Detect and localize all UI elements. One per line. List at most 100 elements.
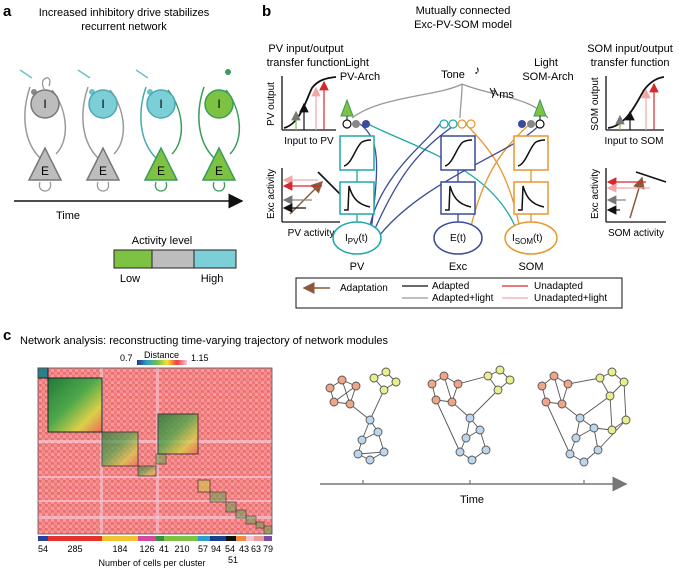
pv-tf-xlabel: Input to PV [284, 136, 334, 147]
pv-kernel-box [339, 181, 375, 215]
circuit-4: I E [198, 69, 241, 192]
light-som-line2: SOM-Arch [522, 71, 573, 83]
pv-tf-plot: PV output Input to PV [266, 76, 337, 147]
cluster-size-labels: 54 285 184 126 41 210 57 94 54 51 43 63 … [38, 544, 273, 565]
node-e-label: E [41, 164, 49, 178]
cluster-size: 126 [139, 544, 154, 554]
legend-unadapted: Unadapted [534, 281, 583, 292]
node-e-label: E [215, 164, 223, 178]
light-pv-line2: PV-Arch [340, 71, 380, 83]
panel-b-title-line1: Mutually connected [416, 5, 511, 17]
i-pv-label: IPV(t) [345, 233, 368, 246]
node-i-label: I [101, 97, 104, 111]
activity-swatch-low [113, 249, 153, 269]
light-pv-icon [340, 98, 354, 117]
exc-population [433, 221, 483, 255]
panel-c-letter: c [3, 327, 11, 344]
som-act-xlabel: SOM activity [608, 228, 664, 239]
cluster-size: 210 [174, 544, 189, 554]
activity-level-title: Activity level [132, 235, 193, 247]
legend-unadapted-light: Unadapted+light [534, 293, 607, 304]
pop-pv-label: PV [350, 261, 365, 273]
pv-act-ylabel: Exc activity [266, 169, 277, 219]
som-population [504, 221, 558, 255]
node-e-2 [85, 146, 121, 181]
som-kernel-box [513, 181, 549, 215]
cluster-size: 51 [228, 555, 238, 565]
exc-column: E(t) Exc [433, 119, 483, 273]
music-note-icon: ♪ [474, 63, 480, 77]
activity-swatch-mid [151, 249, 195, 269]
panel-c-xlabel: Number of cells per cluster [98, 558, 205, 568]
node-i-label: I [217, 97, 220, 111]
cluster-size: 43 [239, 544, 249, 554]
som-tf-title-line1: SOM input/output [587, 43, 673, 55]
panel-a-title-line1: Increased inhibitory drive stabilizes [39, 7, 210, 19]
colorbar [137, 360, 187, 365]
node-e-label: E [99, 164, 107, 178]
node-i-label: I [43, 97, 46, 111]
som-act-ylabel: Exc activity [590, 169, 601, 219]
exc-transfer-box [440, 135, 476, 171]
network-snapshot-2 [427, 365, 515, 465]
node-e-3 [143, 146, 179, 181]
colorbar-min: 0.7 [120, 353, 133, 363]
som-tf-ylabel: SOM output [590, 77, 601, 131]
pv-tf-ylabel: PV output [266, 82, 277, 126]
activity-swatch-high [193, 249, 237, 269]
circuit-2: I E [77, 69, 125, 192]
pv-tf-title-line1: PV input/output [268, 43, 343, 55]
cluster-size: 41 [159, 544, 169, 554]
panel-b: b Mutually connected Exc-PV-SOM model PV… [262, 3, 673, 309]
colorbar-max: 1.15 [191, 353, 209, 363]
activity-low-label: Low [120, 273, 140, 285]
network-snapshot-1 [325, 367, 401, 465]
panel-b-letter: b [262, 3, 271, 20]
node-i-3 [146, 89, 176, 119]
node-e-4 [201, 146, 237, 181]
activity-high-label: High [201, 273, 224, 285]
e-t-label: E(t) [450, 233, 466, 244]
node-e-1 [27, 146, 63, 181]
colorbar-label: Distance [144, 350, 179, 360]
node-e-label: E [157, 164, 165, 178]
pv-activity-plot: Exc activity PV activity [266, 168, 341, 239]
cluster-size: 57 [198, 544, 208, 554]
exc-kernel-box [440, 181, 476, 215]
panel-a: a Increased inhibitory drive stabilizes … [3, 3, 244, 285]
cluster-size: 54 [38, 544, 48, 554]
node-i-label: I [159, 97, 162, 111]
node-i-2 [88, 89, 118, 119]
panel-c-title: Network analysis: reconstructing time-va… [20, 335, 389, 347]
circuit-1: I E [19, 69, 67, 192]
pop-som-label: SOM [518, 261, 543, 273]
som-tf-plot: SOM output Input to SOM [590, 76, 665, 147]
panel-c-time-label: Time [460, 494, 484, 506]
som-tf-xlabel: Input to SOM [605, 136, 664, 147]
distance-matrix [37, 367, 273, 535]
light-som-line1: Light [534, 57, 558, 69]
cluster-size: 184 [112, 544, 127, 554]
tone-label: Tone [441, 69, 465, 81]
panel-c: c Network analysis: reconstructing time-… [3, 327, 631, 568]
cluster-size: 54 [225, 544, 235, 554]
pv-act-xlabel: PV activity [288, 228, 335, 239]
circuit-3: I E [135, 69, 183, 192]
cluster-size: 94 [211, 544, 221, 554]
cluster-size: 63 [251, 544, 261, 554]
panel-a-letter: a [3, 3, 12, 20]
pv-population [332, 221, 382, 255]
legend-adaptation: Adaptation [340, 283, 388, 294]
som-column: ISOM(t) SOM [504, 119, 558, 273]
cluster-color-strip [38, 536, 272, 541]
light-pv-line1: Light [345, 57, 369, 69]
cluster-size: 285 [67, 544, 82, 554]
legend-adapted: Adapted [432, 281, 469, 292]
panel-a-time-label: Time [56, 210, 80, 222]
legend-adapted-light: Adapted+light [432, 293, 494, 304]
panel-a-title-line2: recurrent network [81, 21, 167, 33]
som-activity-plot: Exc activity SOM activity [590, 168, 667, 239]
pv-column: IPV(t) PV [332, 119, 382, 273]
network-snapshot-3 [537, 367, 631, 467]
